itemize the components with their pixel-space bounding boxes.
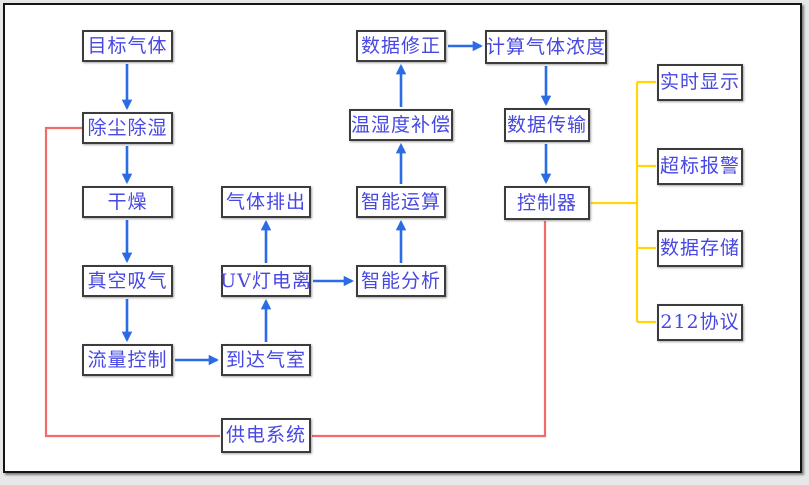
node-data-storage: 数据存储 <box>657 230 743 267</box>
node-smart-analysis: 智能分析 <box>356 265 446 297</box>
node-protocol-212: 212协议 <box>657 304 743 341</box>
node-uv-ionization: UV灯电离 <box>220 265 311 297</box>
node-target-gas: 目标气体 <box>82 30 173 62</box>
node-power-system: 供电系统 <box>221 418 311 453</box>
node-gas-exhaust: 气体排出 <box>221 186 311 218</box>
node-flow-control: 流量控制 <box>82 344 173 376</box>
node-calc-gas-concentration: 计算气体浓度 <box>485 30 607 64</box>
node-controller: 控制器 <box>504 186 590 220</box>
node-smart-compute: 智能运算 <box>356 186 446 218</box>
node-data-correction: 数据修正 <box>356 30 446 62</box>
node-dry: 干燥 <box>82 186 173 218</box>
node-realtime-display: 实时显示 <box>657 64 743 101</box>
node-gas-chamber: 到达气室 <box>221 344 311 376</box>
node-dedust-dehumidify: 除尘除湿 <box>82 112 173 144</box>
node-vacuum-suction: 真空吸气 <box>82 265 173 297</box>
node-temp-humidity-compensation: 温湿度补偿 <box>349 109 453 141</box>
node-data-transmission: 数据传输 <box>504 108 590 142</box>
node-over-limit-alarm: 超标报警 <box>657 148 743 185</box>
